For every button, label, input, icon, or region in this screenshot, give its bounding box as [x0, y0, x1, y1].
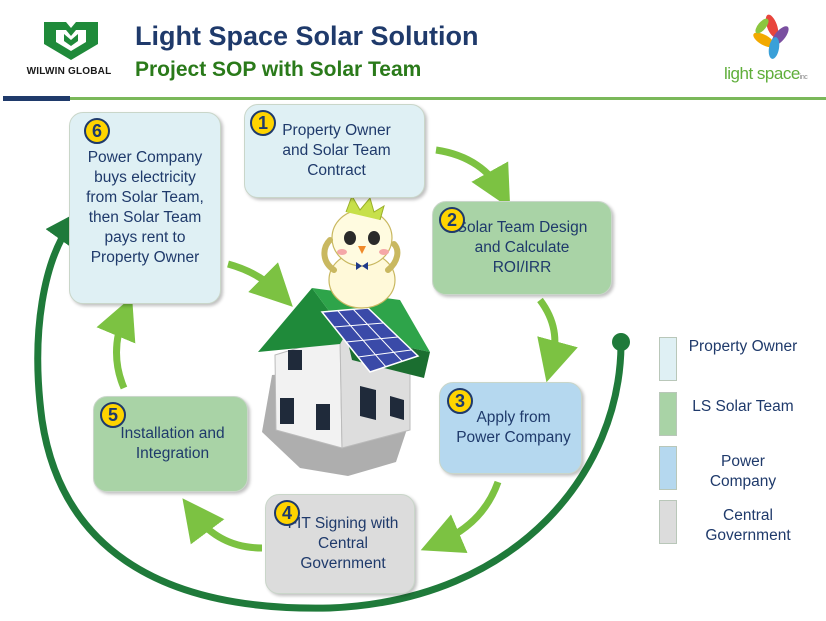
legend-label-property-owner: Property Owner [688, 338, 798, 355]
arrow-2-to-3 [537, 297, 578, 383]
step-5-badge: 5 [100, 402, 126, 428]
wilwin-logo-text: WILWIN GLOBAL [26, 66, 112, 77]
step-1-text: Property Owner and Solar Team Contract [282, 122, 391, 179]
arrow-1-to-2 [435, 146, 511, 209]
house-window-2 [280, 398, 294, 424]
step-4-badge: 4 [274, 500, 300, 526]
arrow-5-to-6 [96, 296, 136, 390]
house-window-3 [316, 404, 330, 430]
step-4-text: FIT Signing with Central Government [287, 515, 399, 572]
step-2-text: Solar Team Design and Calculate ROI/IRR [456, 219, 588, 276]
step-arrows [96, 146, 578, 554]
step-3-badge: 3 [447, 388, 473, 414]
header: WILWIN GLOBAL Light Space Solar Solution… [0, 0, 826, 104]
step-5-text: Installation and Integration [120, 425, 225, 462]
wilwin-logo: WILWIN GLOBAL [14, 18, 134, 84]
wilwin-logo-icon [44, 22, 98, 60]
legend-label-power-company: Power Company [709, 453, 777, 490]
arrow-6-to-house [227, 260, 293, 307]
step-1-badge: 1 [250, 110, 276, 136]
light-space-logo-text: light spaceinc [724, 64, 808, 83]
legend-swatch-central-government [659, 500, 677, 544]
legend-swatch-ls-solar-team [659, 392, 677, 436]
house-door [360, 386, 376, 420]
step-3-text: Apply from Power Company [456, 409, 571, 446]
house-window-4 [390, 396, 404, 420]
legend-swatch-property-owner [659, 337, 677, 381]
legend-swatch-power-company [659, 446, 677, 490]
light-space-logo: light spaceinc [724, 10, 824, 90]
house-window-1 [288, 350, 302, 370]
cycle-arrow-icon [34, 210, 630, 612]
page-subtitle: Project SOP with Solar Team [135, 58, 422, 81]
bird-mascot-icon [321, 194, 401, 309]
solar-panel-icon [320, 307, 420, 373]
arrow-3-to-4 [420, 480, 502, 554]
light-space-logo-icon [753, 14, 789, 59]
legend-label-central-government: Central Government [705, 507, 791, 544]
arrow-4-to-5 [182, 498, 263, 552]
legend-label-ls-solar-team: LS Solar Team [692, 398, 794, 415]
step-6-text: Power Company buys electricity from Sola… [86, 149, 204, 266]
header-divider [70, 97, 826, 100]
step-6-badge: 6 [84, 118, 110, 144]
step-2-badge: 2 [439, 207, 465, 233]
page-title: Light Space Solar Solution [135, 21, 479, 51]
header-divider-accent [3, 96, 70, 101]
step-6-box: Power Company buys electricity from Sola… [69, 112, 221, 304]
